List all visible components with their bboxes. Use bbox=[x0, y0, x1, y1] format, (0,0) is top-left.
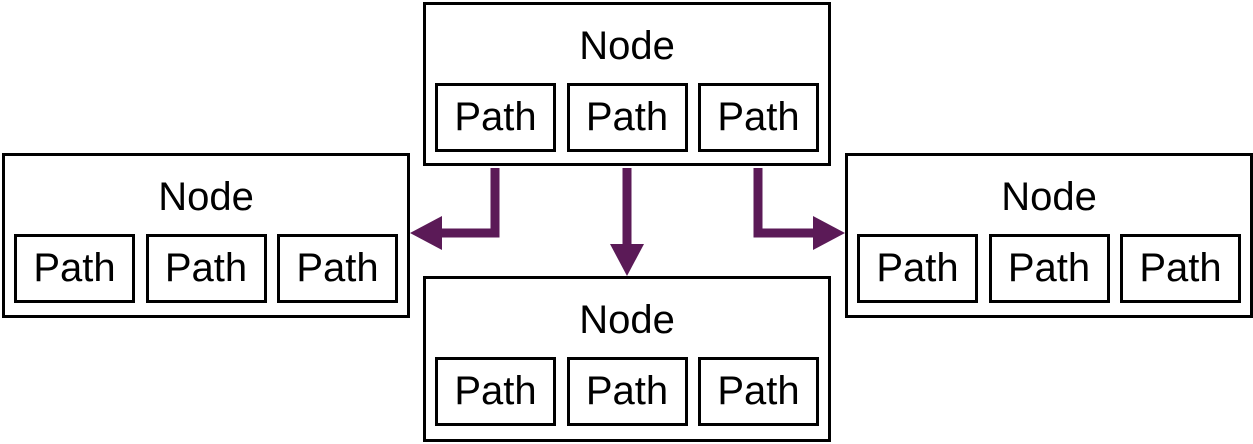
path-row: Path Path Path bbox=[14, 234, 398, 303]
node-left: Node Path Path Path bbox=[2, 153, 410, 318]
node-label: Node bbox=[1001, 175, 1097, 219]
arrow-line bbox=[753, 168, 815, 238]
node-bottom: Node Path Path Path bbox=[423, 276, 831, 442]
path-box: Path bbox=[566, 357, 688, 426]
arrowhead bbox=[610, 244, 644, 276]
path-row: Path Path Path bbox=[435, 83, 819, 152]
path-box: Path bbox=[1120, 234, 1241, 303]
arrow-line bbox=[440, 168, 500, 238]
path-box: Path bbox=[988, 234, 1110, 303]
path-box: Path bbox=[698, 357, 819, 426]
node-label: Node bbox=[579, 298, 675, 342]
path-box: Path bbox=[857, 234, 978, 303]
path-row: Path Path Path bbox=[857, 234, 1241, 303]
arrowhead bbox=[410, 216, 442, 250]
node-label: Node bbox=[579, 24, 675, 68]
node-top: Node Path Path Path bbox=[423, 2, 831, 166]
path-box: Path bbox=[435, 83, 556, 152]
arrowhead bbox=[813, 216, 845, 250]
path-box: Path bbox=[145, 234, 267, 303]
path-box: Path bbox=[277, 234, 398, 303]
arrow-to-left-node bbox=[410, 168, 500, 250]
path-box: Path bbox=[566, 83, 688, 152]
path-box: Path bbox=[435, 357, 556, 426]
path-row: Path Path Path bbox=[435, 357, 819, 426]
path-box: Path bbox=[698, 83, 819, 152]
path-box: Path bbox=[14, 234, 135, 303]
arrow-to-bottom-node bbox=[610, 168, 644, 276]
node-label: Node bbox=[158, 175, 254, 219]
node-right: Node Path Path Path bbox=[845, 153, 1253, 318]
arrow-to-right-node bbox=[753, 168, 845, 250]
